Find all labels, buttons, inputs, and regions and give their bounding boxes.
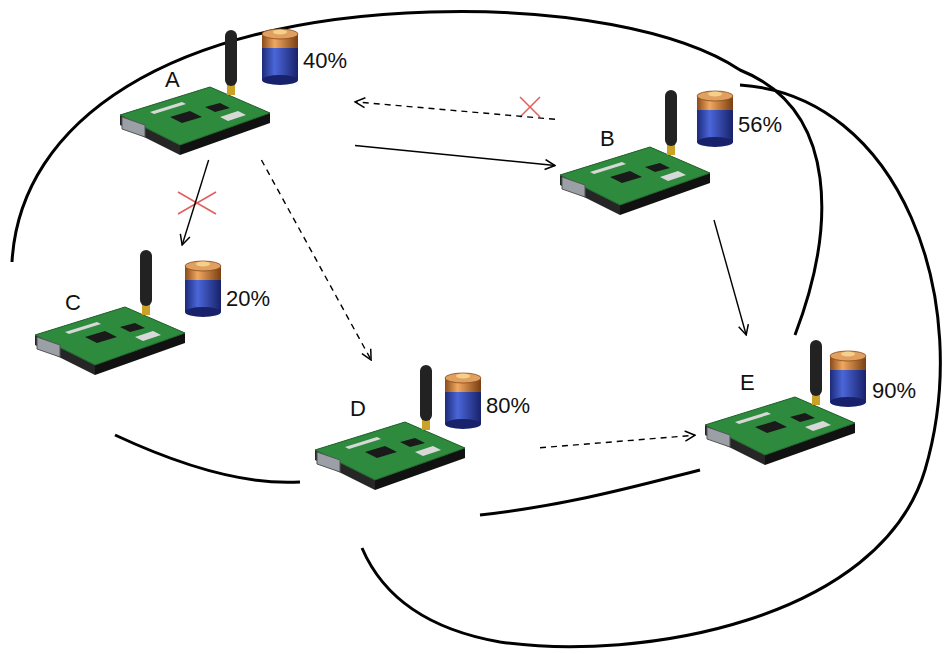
sensor-node: D 80%	[305, 360, 540, 498]
sensor-board	[35, 250, 185, 375]
battery-icon	[830, 351, 866, 407]
battery-icon	[185, 261, 221, 317]
link-arrow	[182, 160, 209, 245]
battery-level: 90%	[872, 378, 916, 403]
blocked-marks	[178, 97, 540, 214]
link-arrow	[714, 220, 746, 335]
battery-level: 80%	[486, 393, 530, 418]
sensor-node: E 90%	[695, 335, 930, 470]
battery-icon	[262, 29, 298, 85]
battery-level: 20%	[226, 286, 270, 311]
sensor-board	[315, 365, 465, 490]
range-arc	[115, 435, 300, 482]
sensor-node: B 56%	[555, 85, 790, 220]
node-label: E	[740, 370, 755, 395]
link-arrow	[261, 160, 371, 360]
link-arrow	[355, 146, 555, 166]
sensor-node: C 20%	[28, 245, 278, 380]
battery-icon	[445, 373, 481, 429]
battery-level: 56%	[738, 112, 782, 137]
cross-mark	[520, 97, 540, 117]
sensor-node: A 40%	[115, 25, 355, 160]
range-arc	[12, 12, 822, 335]
link-arrow	[355, 102, 555, 120]
link-arrow	[540, 435, 695, 448]
battery-icon	[697, 91, 733, 147]
node-label: C	[65, 290, 81, 315]
battery-level: 40%	[303, 48, 347, 73]
node-label: A	[165, 67, 180, 92]
sensor-boards	[35, 30, 855, 490]
node-label: B	[600, 126, 615, 151]
sensor-board	[560, 90, 710, 215]
node-label: D	[350, 396, 366, 421]
sensor-board	[120, 30, 270, 155]
range-arc	[480, 470, 700, 515]
range-arc	[362, 85, 940, 647]
range-arcs	[12, 12, 940, 647]
battery-icons	[185, 29, 866, 429]
